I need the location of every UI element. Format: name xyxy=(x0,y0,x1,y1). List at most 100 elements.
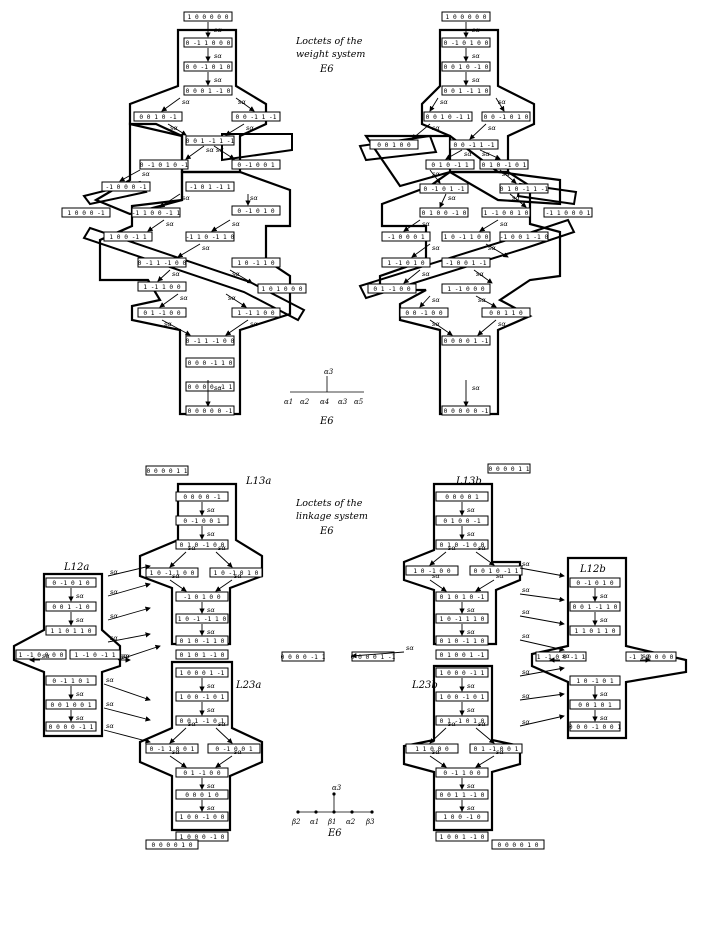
svg-text:0 -1 0 1 0: 0 -1 0 1 0 xyxy=(576,580,614,587)
linkage-vector-box: 0 -1 0 1 0 xyxy=(45,577,97,588)
svg-text:0 0 1 1 0: 0 0 1 1 0 xyxy=(489,310,523,317)
reflection-label: sα xyxy=(164,320,172,328)
reflection-arrow xyxy=(161,97,181,112)
dynkin-bottom: α3 β2 α1 β1 α2 β3 E6 xyxy=(291,784,375,839)
svg-text:1 1 0 0 0: 1 1 0 0 0 xyxy=(415,746,449,753)
svg-text:0 0 1 0 -1 0: 0 0 1 0 -1 0 xyxy=(444,64,489,71)
weight-title-line1: Loctets of the xyxy=(295,36,363,47)
reflection-arrow xyxy=(519,567,565,578)
svg-text:0 0 1 -1 1 0: 0 0 1 -1 1 0 xyxy=(444,88,489,95)
reflection-label: sα xyxy=(207,682,215,690)
reflection-label: sα xyxy=(472,26,480,34)
svg-text:1 0 -1 0 1: 1 0 -1 0 1 xyxy=(576,678,614,685)
linkage-vector-box: 0 0 1 0 1 xyxy=(569,699,621,710)
linkage-vector-box: 1 0 0 0 -1 1 xyxy=(435,667,489,678)
reflection-label: sα xyxy=(406,644,414,652)
weight-vector-box: 0 1 0 -1 1 -1 xyxy=(499,183,549,194)
reflection-label: sα xyxy=(522,632,530,640)
reflection-label: sα xyxy=(432,572,440,580)
svg-text:1 0 0 -1 0 0: 1 0 0 -1 0 0 xyxy=(180,814,225,821)
reflection-arrow xyxy=(159,193,181,208)
reflection-label: sα xyxy=(207,782,215,790)
weight-vector-box: 0 -1 1 -1 0 0 xyxy=(185,335,235,346)
linkage-vector-box: 0 0 0 0 -1 1 xyxy=(281,651,326,662)
svg-text:-1 0 0 0 -1: -1 0 0 0 -1 xyxy=(106,184,147,191)
svg-text:1 0 0 0 0 0: 1 0 0 0 0 0 xyxy=(188,14,229,21)
weight-vector-box: 0 0 0 -1 1 0 xyxy=(185,357,235,368)
weight-vector-box: 0 -1 0 1 -1 xyxy=(419,183,469,194)
linkage-vector-box: 0 0 0 0 -1 xyxy=(175,491,229,502)
linkage-vector-box: 1 0 0 0 1 -1 xyxy=(175,667,229,678)
svg-text:1 0 -1 1 0: 1 0 -1 1 0 xyxy=(237,260,275,267)
reflection-label: sα xyxy=(522,586,530,594)
linkage-vector-box: 1 1 0 0 0 xyxy=(405,743,459,754)
reflection-label: sα xyxy=(478,720,486,728)
dynkin-top-node: α3 xyxy=(338,398,348,406)
weight-vector-box: 0 -1 0 1 0 xyxy=(231,205,281,216)
svg-text:0 0 -1 0 1 0: 0 0 -1 0 1 0 xyxy=(484,114,529,121)
reflection-arrow xyxy=(519,615,565,626)
linkage-vector-box: 0 0 1 0 0 1 xyxy=(45,699,97,710)
svg-text:1 0 0 0 0 0: 1 0 0 0 0 0 xyxy=(446,14,487,21)
reflection-label: sα xyxy=(422,220,430,228)
reflection-label: sα xyxy=(422,270,430,278)
svg-text:1 0 0 -1 1: 1 0 0 -1 1 xyxy=(109,234,147,241)
weight-vector-box: 1 -1 0 0 0 xyxy=(441,283,491,294)
svg-text:1 -1 0 0 0: 1 -1 0 0 0 xyxy=(447,286,485,293)
weight-vector-box: 0 0 -1 0 0 xyxy=(399,307,449,318)
svg-text:-1 1 0 0 0 0: -1 1 0 0 0 0 xyxy=(629,654,674,661)
reflection-label: sα xyxy=(214,26,222,34)
weight-vector-box: 1 -1 0 0 1 0 xyxy=(481,207,531,218)
reflection-label: sα xyxy=(448,194,456,202)
reflection-arrow xyxy=(519,666,565,677)
svg-text:0 -1 0 1 0 -1: 0 -1 0 1 0 -1 xyxy=(140,162,189,169)
reflection-arrow xyxy=(519,593,565,603)
svg-text:1 -1 0 0 -1 1: 1 -1 0 0 -1 1 xyxy=(537,654,586,661)
reflection-label: sα xyxy=(600,592,608,600)
svg-text:0 0 0 0 0 -1: 0 0 0 0 0 -1 xyxy=(444,408,489,415)
linkage-left-outline xyxy=(12,482,264,832)
weight-vector-box: 0 -1 0 1 0 -1 xyxy=(139,159,189,170)
weight-vector-box: 0 0 0 0 -1 1 xyxy=(185,381,235,392)
reflection-label: sα xyxy=(207,628,215,636)
svg-text:0 0 0 0 1: 0 0 0 0 1 xyxy=(445,494,479,501)
reflection-label: sα xyxy=(478,296,486,304)
reflection-arrow xyxy=(429,551,447,566)
reflection-label: sα xyxy=(182,98,190,106)
loctet-label-l12a: L12a xyxy=(63,562,89,573)
reflection-arrow xyxy=(215,551,233,568)
root-arrows: sα sα sα sα sα sα sα sα sα sα sα sα sα sα sα sα sα sα sα sα… xyxy=(29,22,651,812)
reflection-label: sα xyxy=(188,720,196,728)
svg-text:0 0 0 -1 1 0: 0 0 0 -1 1 0 xyxy=(188,360,233,367)
svg-text:-1 0 0 1 -1: -1 0 0 1 -1 xyxy=(446,260,487,267)
svg-text:0 1 0 -1 1 -1: 0 1 0 -1 1 -1 xyxy=(500,186,549,193)
reflection-arrow xyxy=(235,97,255,112)
reflection-label: sα xyxy=(246,124,254,132)
reflection-label: sα xyxy=(172,572,180,580)
reflection-label: sα xyxy=(642,652,650,660)
linkage-vector-box: 1 1 0 1 1 0 xyxy=(569,625,621,636)
linkage-vector-box: 1 0 -1 0 1 xyxy=(569,675,621,686)
linkage-vector-box: 1 0 -1 0 1 0 xyxy=(209,567,263,578)
linkage-title-line2: linkage system xyxy=(296,511,368,522)
reflection-label: sα xyxy=(496,572,504,580)
svg-text:0 1 -1 0 0: 0 1 -1 0 0 xyxy=(183,770,221,777)
linkage-vector-box: 0 -1 1 0 0 xyxy=(435,767,489,778)
linkage-vector-box: 1 0 0 1 -1 0 xyxy=(435,831,489,842)
reflection-label: sα xyxy=(232,270,240,278)
reflection-arrow xyxy=(229,269,253,284)
linkage-vector-box: 0 0 0 0 1 xyxy=(435,491,489,502)
svg-text:0 1 0 -1 1 0: 0 1 0 -1 1 0 xyxy=(180,638,225,645)
reflection-arrow xyxy=(161,319,191,336)
svg-text:1 0 0 0 -1: 1 0 0 0 -1 xyxy=(67,210,105,217)
svg-text:-1 1 0 -1 1 0: -1 1 0 -1 1 0 xyxy=(186,234,235,241)
weight-vector-box: -1 1 0 -1 1 0 xyxy=(185,231,235,242)
weight-vector-box: 0 1 0 0 -1 0 xyxy=(419,207,469,218)
reflection-label: sα xyxy=(106,676,114,684)
svg-text:1 0 -1 1 1 0: 1 0 -1 1 1 0 xyxy=(440,616,485,623)
weight-vector-box: -1 1 0 0 -1 1 xyxy=(131,207,181,218)
svg-text:0 0 1 -1 1 -1: 0 0 1 -1 1 -1 xyxy=(186,138,235,145)
weight-vector-box: 1 -1 1 0 0 xyxy=(231,307,281,318)
reflection-arrow xyxy=(225,123,245,136)
svg-text:1 0 0 0 -1 0: 1 0 0 0 -1 0 xyxy=(180,834,225,841)
